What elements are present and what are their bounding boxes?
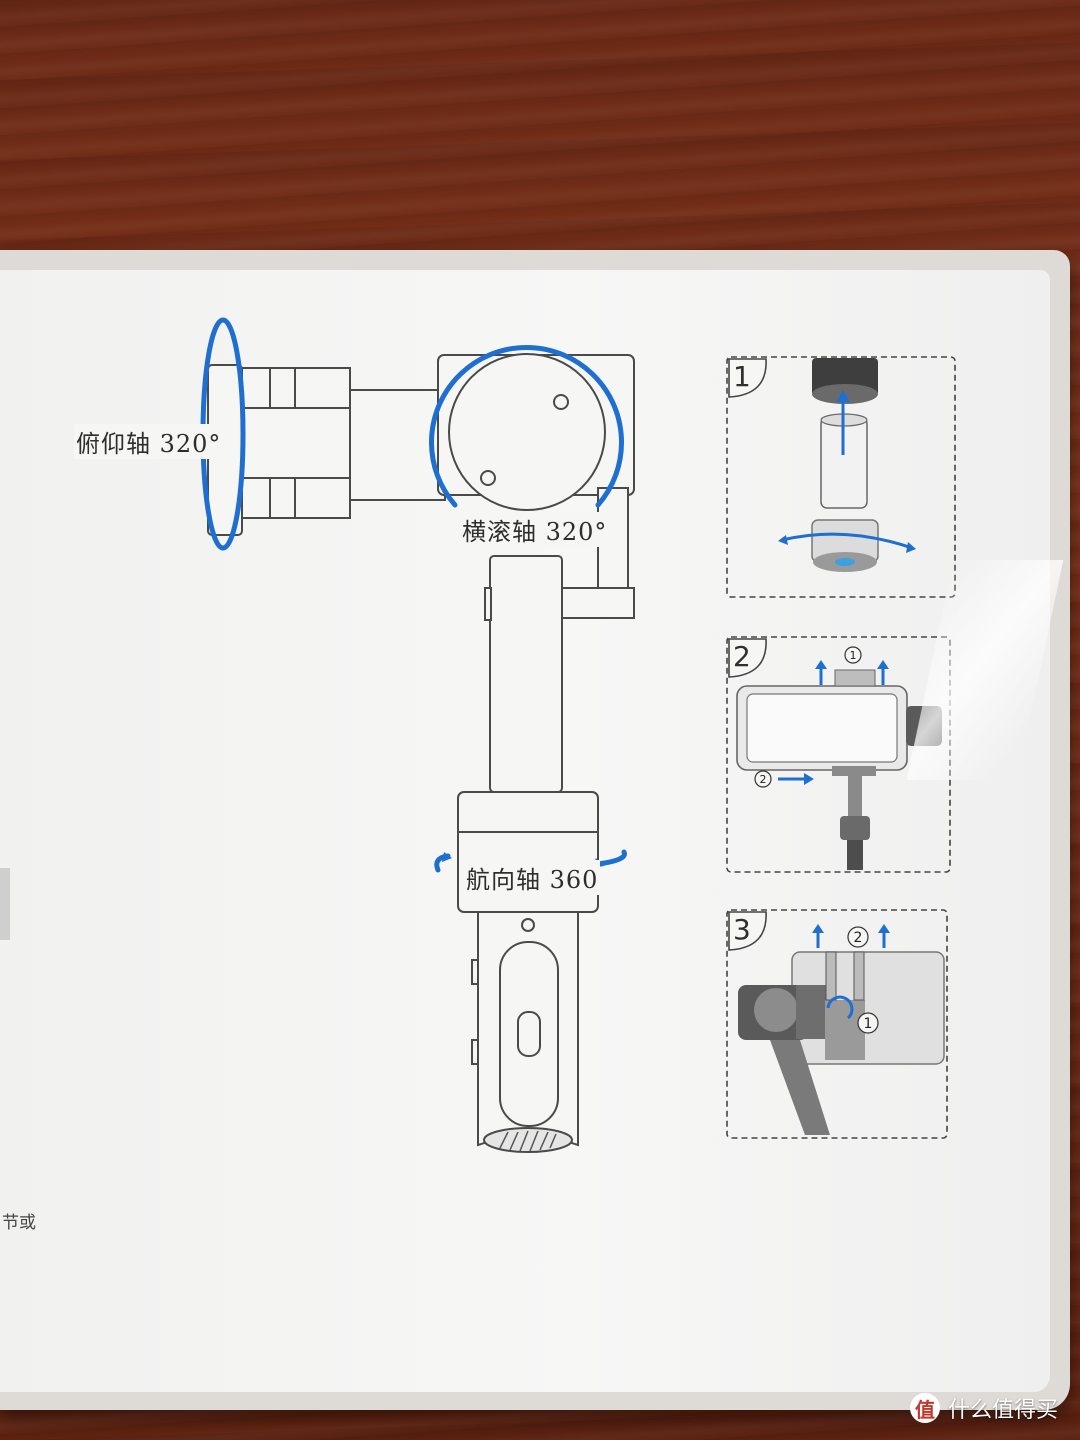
tilt-axis-label: 俯仰轴 320°: [74, 424, 224, 459]
step-2-marker-1: 1: [850, 649, 857, 662]
grip-hatch: [499, 1130, 557, 1152]
clamp-block-top-1: [241, 367, 271, 409]
clamp-block-top-3: [294, 367, 351, 409]
grip-base: [483, 1127, 573, 1153]
step-1-bubble: [728, 358, 767, 398]
step-3-bubble: [728, 911, 767, 951]
step-1-number: 1: [733, 360, 751, 393]
watermark-text: 什么值得买: [948, 1398, 1059, 1423]
roll-screw-1: [553, 394, 569, 410]
step-3-marker-1: 1: [864, 1016, 873, 1032]
grip-screw: [521, 918, 535, 932]
step-2-marker-2: 2: [760, 773, 767, 786]
step-1-illustration: [778, 358, 916, 572]
box-side-mark: [0, 868, 10, 940]
handle-shaft: [489, 555, 563, 793]
watermark-badge-icon: 值: [910, 1393, 940, 1423]
grip-side-button-2: [471, 1039, 479, 1065]
step-1-panel: [726, 356, 956, 598]
clamp-block-bot-3: [294, 477, 351, 519]
pan-rotation-arc-right: [595, 849, 627, 867]
joystick: [517, 1011, 541, 1057]
pan-axis-label: 航向轴 360: [464, 860, 601, 895]
step-3-number: 3: [733, 913, 751, 946]
step-2-bubble: [728, 638, 767, 678]
roll-rotation-arc: [429, 344, 624, 508]
step-3-panel: [726, 909, 948, 1139]
clamp-block-top-2: [269, 367, 296, 409]
roll-axis-label: 横滚轴 320°: [460, 512, 610, 547]
step-3-marker-2: 2: [854, 930, 863, 946]
watermark: 值 什么值得买: [910, 1392, 1058, 1424]
clamp-block-bot-2: [269, 477, 296, 519]
grip-side-button-1: [471, 959, 479, 985]
roll-motor: [448, 353, 606, 511]
step-3-illustration: [738, 924, 945, 1135]
pan-arm-foot: [561, 587, 635, 619]
cropped-text: 节或: [2, 1213, 36, 1233]
shaft-button: [484, 587, 492, 621]
clamp-block-bot-1: [241, 477, 271, 519]
roll-screw-2: [480, 470, 496, 486]
step-2-number: 2: [733, 640, 751, 673]
